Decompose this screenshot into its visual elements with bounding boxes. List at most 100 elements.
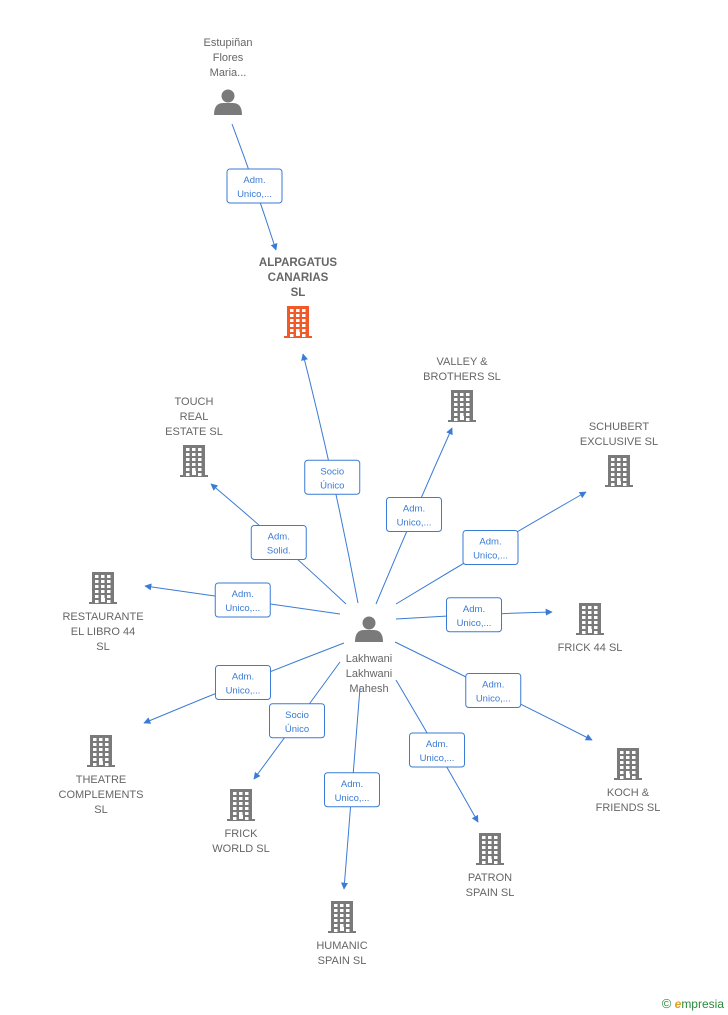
brand-logo-letter: e [674, 997, 682, 1011]
node-label: ALPARGATUS [259, 257, 337, 269]
node-label: FRICK 44 SL [558, 642, 623, 654]
building-icon[interactable] [89, 572, 117, 604]
edge-label-box[interactable] [462, 530, 519, 565]
node-label: Lakhwani [346, 668, 392, 680]
copyright-symbol: © [661, 996, 672, 1011]
edge-label-box[interactable] [324, 772, 380, 808]
building-icon[interactable] [576, 603, 604, 635]
edge-lakhwani-to-touch: Adm. Solid. [210, 483, 347, 605]
node-patron[interactable]: PATRON SPAIN SL [466, 833, 515, 899]
node-label: SCHUBERT [589, 421, 650, 433]
building-icon[interactable] [87, 735, 115, 767]
edge-lakhwani-to-koch: Adm.Unico,... [394, 641, 593, 741]
edge-label-box[interactable] [409, 732, 465, 768]
node-label: Flores [213, 52, 244, 64]
node-label: Mahesh [349, 683, 388, 695]
node-koch[interactable]: KOCH &FRIENDS SL [596, 748, 661, 814]
edge-label-text: Unico,... [335, 793, 370, 804]
edge-label-box[interactable] [446, 597, 502, 633]
person-icon[interactable] [214, 89, 242, 116]
node-label: Maria... [210, 67, 247, 79]
edge-lakhwani-to-theatre: Adm. Unico,... [143, 642, 345, 724]
node-frick44[interactable]: FRICK 44 SL [558, 603, 623, 654]
edge-label-box[interactable] [214, 582, 271, 618]
node-label: REAL [180, 411, 209, 423]
edge-lakhwani-to-frick44: Adm. Unico,... [395, 597, 553, 633]
edge-label-text: Adm. [232, 672, 254, 683]
edge-label-text: Adm. [341, 779, 363, 790]
edge-label-box[interactable] [269, 703, 325, 739]
edge-label-box[interactable] [215, 665, 271, 700]
building-icon[interactable] [180, 445, 208, 477]
edge-label-text: Unico,... [420, 753, 455, 764]
node-label: BROTHERS SL [423, 371, 501, 383]
node-label: THEATRE [76, 774, 127, 786]
node-label: EL LIBRO 44 [71, 626, 135, 638]
edge-label-box[interactable] [465, 673, 522, 708]
node-frickworld[interactable]: FRICK WORLD SL [212, 789, 270, 855]
edge-lakhwani-to-humanic: Adm. Unico,... [324, 687, 380, 890]
edge-lakhwani-to-patron: Adm. Unico,... [395, 679, 479, 823]
building-icon[interactable] [284, 306, 312, 338]
node-label: FRICK [225, 828, 259, 840]
edge-label-text: Adm. [232, 589, 254, 600]
edge-label-box[interactable] [226, 168, 283, 204]
edge-label-text: Adm. [268, 532, 290, 543]
empresia-brand[interactable]: © empresia [662, 996, 724, 1011]
edges-layer: Adm.Unico,...SocioÚnicoAdm.Unico,...Adm.… [143, 123, 593, 890]
building-icon[interactable] [328, 901, 356, 933]
node-label: Lakhwani [346, 653, 392, 665]
edge-label-text: Adm. [243, 175, 265, 186]
node-label: ESTATE SL [165, 426, 223, 438]
edge-label-text: Solid. [267, 546, 291, 557]
edge-label-text: Adm. [463, 604, 485, 615]
building-icon[interactable] [476, 833, 504, 865]
edge-label-text: Unico,... [237, 189, 272, 200]
node-label: VALLEY & [437, 356, 489, 368]
node-label: Estupiñan [204, 37, 253, 49]
brand-logo-text: mpresia [681, 997, 724, 1011]
edge-label-text: Socio [285, 710, 309, 721]
node-label: COMPLEMENTS [59, 789, 144, 801]
edge-label-text: Unico,... [225, 603, 260, 614]
edge-label-box[interactable] [304, 459, 361, 495]
node-theatre[interactable]: THEATRE COMPLEMENTS SL [59, 735, 144, 816]
edge-label-text: Adm. [403, 504, 425, 515]
node-label: WORLD SL [212, 843, 269, 855]
building-icon[interactable] [227, 789, 255, 821]
node-label: SL [94, 804, 107, 816]
node-label: SPAIN SL [466, 887, 515, 899]
edge-label-text: Adm. [479, 537, 501, 548]
building-icon[interactable] [614, 748, 642, 780]
node-estupinan[interactable]: EstupiñanFloresMaria... [204, 37, 253, 115]
node-label: SPAIN SL [318, 955, 367, 967]
edge-label-text: Único [285, 724, 309, 735]
edge-label-text: Unico,... [397, 518, 432, 529]
node-label: PATRON [468, 872, 512, 884]
building-icon[interactable] [448, 390, 476, 422]
node-label: KOCH & [607, 787, 650, 799]
edge-label-box[interactable] [250, 525, 307, 560]
edge-estupinan-to-alpargatus: Adm. Unico,... [226, 123, 283, 251]
node-valley[interactable]: VALLEY & BROTHERS SL [423, 356, 501, 422]
node-label: SL [96, 641, 109, 653]
person-icon[interactable] [355, 616, 383, 643]
node-label: HUMANIC [316, 940, 367, 952]
edge-label-text: Adm. [426, 739, 448, 750]
edge-lakhwani-to-restaurante: Adm. Unico,... [144, 582, 341, 618]
node-humanic[interactable]: HUMANIC SPAIN SL [316, 901, 368, 967]
edge-label-text: Unico,... [457, 618, 492, 629]
node-label: TOUCH [175, 396, 214, 408]
building-icon[interactable] [605, 455, 633, 487]
node-touch[interactable]: TOUCH REAL ESTATE SL [165, 396, 223, 477]
edge-label-text: Unico,... [226, 686, 261, 697]
edge-label-box[interactable] [386, 497, 442, 532]
